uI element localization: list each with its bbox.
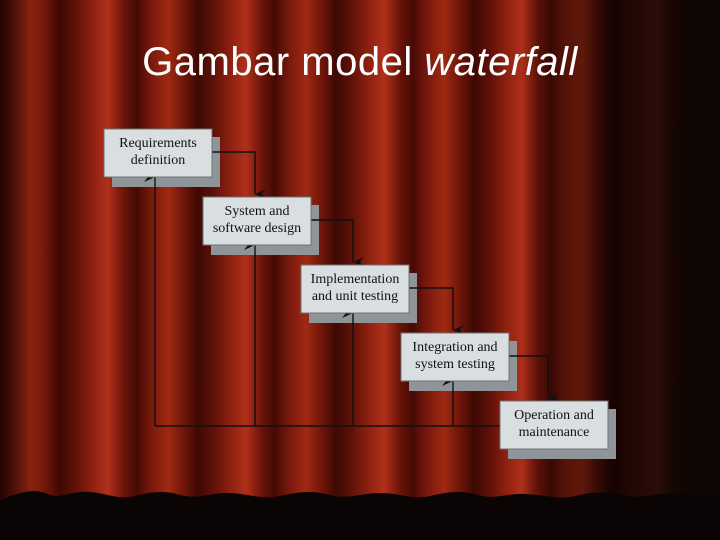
arrow-design-to-implementation	[311, 219, 364, 267]
curtain-bottom-edge	[0, 491, 720, 540]
slide-title: Gambar model waterfall	[0, 40, 720, 85]
stage-3-line2: and unit testing	[312, 289, 398, 304]
stage-4-box	[400, 332, 510, 382]
arrow-implementation-to-integration	[409, 287, 464, 335]
stage-system-design: System and software design	[202, 196, 312, 246]
stage-2-line2: software design	[213, 221, 301, 236]
stage-3-line1: Implementation	[311, 272, 400, 287]
stage-operation: Operation and maintenance	[499, 400, 609, 450]
stage-implementation: Implementation and unit testing	[300, 264, 410, 314]
stage-integration: Integration and system testing	[400, 332, 510, 382]
stage-1-box	[103, 128, 213, 178]
stage-2-line1: System and	[225, 204, 290, 219]
stage-1-line2: definition	[131, 153, 185, 168]
title-plain-text: Gambar model	[142, 40, 413, 84]
stage-3-box	[300, 264, 410, 314]
arrow-requirements-to-design	[212, 151, 266, 199]
stage-5-line1: Operation and	[514, 408, 594, 423]
stage-4-line2: system testing	[415, 357, 495, 372]
stage-5-line2: maintenance	[519, 425, 590, 440]
title-italic-text: waterfall	[424, 40, 578, 84]
stage-4-line1: Integration and	[412, 340, 497, 355]
stage-5-box	[499, 400, 609, 450]
arrow-integration-to-operation	[509, 355, 559, 403]
stage-2-box	[202, 196, 312, 246]
stage-requirements: Requirements definition	[103, 128, 213, 178]
stage-1-line1: Requirements	[119, 136, 197, 151]
